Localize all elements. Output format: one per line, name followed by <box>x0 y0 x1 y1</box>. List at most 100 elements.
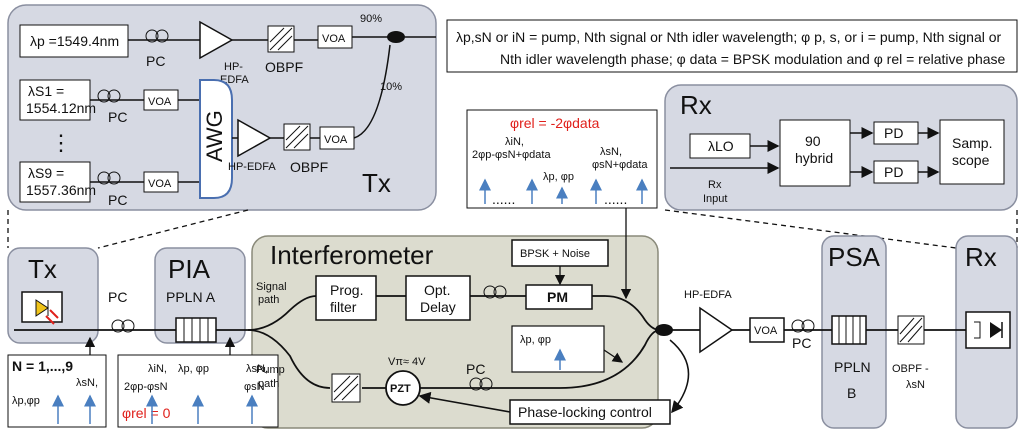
obpf-main-label-a: OBPF - <box>892 363 929 375</box>
opt-delay-label-b: Delay <box>420 299 456 315</box>
rx-input-label-b: Input <box>703 193 727 205</box>
pump-path-label-a: Pump <box>256 364 285 376</box>
spectrum-inset: φrel = -2φdata λiN, 2φp-φsN+φdata λp, φp… <box>466 109 658 209</box>
pc-coil-signal-arm <box>483 285 507 299</box>
pzt-actuator <box>385 370 421 406</box>
legend-line-1: λp,sN or iN = pump, Nth signal or Nth id… <box>456 29 1002 45</box>
main-fiber <box>14 295 966 389</box>
pump-path-filter-icon <box>331 373 361 403</box>
pc-coil-s9 <box>97 171 121 185</box>
scope-label-a: Samp. <box>952 135 992 151</box>
pump-path-label-b: path <box>258 378 279 390</box>
s1-label-a: λS1 = <box>28 83 64 99</box>
obpf-main-label-b: λsN <box>906 379 925 391</box>
hp-edfa-signal-icon <box>237 118 272 158</box>
coupler-10-label: 10% <box>380 81 402 93</box>
ppln-b-label-b: B <box>847 385 856 401</box>
ppln-b-crystal <box>831 315 867 345</box>
ellipsis-lasers: ⋮ <box>50 130 72 155</box>
spectrum-signal-label-b: φsN+φdata <box>592 159 648 171</box>
prog-filter-label-a: Prog. <box>330 282 363 298</box>
zoom-lines <box>7 209 1018 249</box>
hp-edfa-amplifier-icon <box>199 20 234 60</box>
hp-edfa-label-a: HP- <box>224 61 243 73</box>
ppln-a-crystal <box>175 317 217 343</box>
pia-spectrum-box: λiN, 2φp-φsN λp, φp λsN, φsN φrel = 0 <box>117 336 279 428</box>
tx-detail-title: Tx <box>362 168 391 198</box>
scope-label-b: scope <box>952 152 990 168</box>
hybrid-label-b: hybrid <box>795 150 833 166</box>
s9-label-a: λS9 = <box>28 165 64 181</box>
pc-label-post: PC <box>792 335 811 351</box>
rx-title: Rx <box>965 242 997 272</box>
ppln-b-label-a: PPLN <box>834 359 871 375</box>
hybrid-label-a: 90 <box>805 133 821 149</box>
voa-label-signal: VOA <box>324 134 348 146</box>
pd-label-bottom: PD <box>884 164 903 180</box>
pump-spectrum-box <box>511 325 605 373</box>
opt-delay-label-a: Opt. <box>424 282 450 298</box>
tx-title: Tx <box>28 254 57 284</box>
phase-locking-control <box>509 399 671 425</box>
s1-label-b: 1554.12nm <box>26 100 96 116</box>
pc-label-pump-arm: PC <box>466 361 485 377</box>
awg-block <box>199 79 233 199</box>
voa-label-s1: VOA <box>148 96 172 108</box>
phase-lock-label: Phase-locking control <box>518 404 652 420</box>
input-pump-label: λp,φp <box>12 395 40 407</box>
obpf-filter-icon <box>267 25 295 53</box>
pd-label-top: PD <box>884 125 903 141</box>
pia-title: PIA <box>168 254 211 284</box>
signal-path-label-b: path <box>258 294 279 306</box>
pia-idler-label-b: 2φp-φsN <box>124 381 168 393</box>
pm-label: PM <box>547 289 568 305</box>
awg-label: AWG <box>202 110 227 162</box>
pc-coil-pump-arm <box>469 377 493 391</box>
spectrum-idler-label-b: 2φp-φsN+φdata <box>472 149 551 161</box>
rx-detail-panel: Rx λLO Rx Input 90 hybrid PD PD Samp. sc… <box>664 84 1018 211</box>
pump-box-label: λp, φp <box>520 334 551 346</box>
pc-coil-pump <box>145 29 169 43</box>
interferometer-title: Interferometer <box>270 240 434 270</box>
pc-label-pump: PC <box>146 53 165 69</box>
photodetector-icon <box>965 311 1011 349</box>
pump-wavelength-label: λp =1549.4nm <box>30 33 119 49</box>
obpf-filter-signal-icon <box>283 123 311 151</box>
input-n-label: N = 1,...,9 <box>12 358 73 374</box>
output-coupler-icon <box>655 324 673 336</box>
pzt-label: PZT <box>390 383 411 395</box>
pia-pump-label: λp, φp <box>178 363 209 375</box>
opt-delay-block <box>405 275 471 321</box>
input-signal-label: λsN, <box>76 377 98 389</box>
voa-main-block <box>749 317 785 343</box>
voa-label-s9: VOA <box>148 178 172 190</box>
bpsk-noise-source <box>511 239 609 267</box>
pc-coil-main <box>111 319 135 333</box>
spectrum-pump-label: λp, φp <box>543 171 574 183</box>
pc-coil-s1 <box>97 89 121 103</box>
tx-detail-panel: Tx λp =1549.4nm PC HP- EDFA OBPF VOA 90%… <box>7 4 437 211</box>
pia-signal-label-a: λsN, <box>246 363 268 375</box>
spectrum-dots-right: ...... <box>604 191 627 207</box>
phase-modulator-block <box>525 284 593 310</box>
obpf-main-filter-icon <box>897 315 925 345</box>
rx-detail-title: Rx <box>680 90 712 120</box>
pc-label-main: PC <box>108 289 127 305</box>
hp-edfa-signal-label: HP-EDFA <box>228 161 276 173</box>
legend-box: λp,sN or iN = pump, Nth signal or Nth id… <box>446 19 1018 73</box>
ppln-a-label: PPLN A <box>166 289 216 305</box>
pc-coil-post <box>791 319 815 333</box>
lo-label: λLO <box>708 138 734 154</box>
hp-edfa-main-icon <box>699 306 734 354</box>
coupler-90-label: 90% <box>360 13 382 25</box>
s9-label-b: 1557.36nm <box>26 182 96 198</box>
laser-source-icon <box>21 291 63 325</box>
obpf-label-signal: OBPF <box>290 159 328 175</box>
pc-label-s1: PC <box>108 109 127 125</box>
signal-path-label-a: Signal <box>256 281 287 293</box>
bpsk-noise-label: BPSK + Noise <box>520 248 590 260</box>
voa-label-pump: VOA <box>322 33 346 45</box>
obpf-label-pump: OBPF <box>265 59 303 75</box>
hp-edfa-label-b: EDFA <box>220 74 249 86</box>
